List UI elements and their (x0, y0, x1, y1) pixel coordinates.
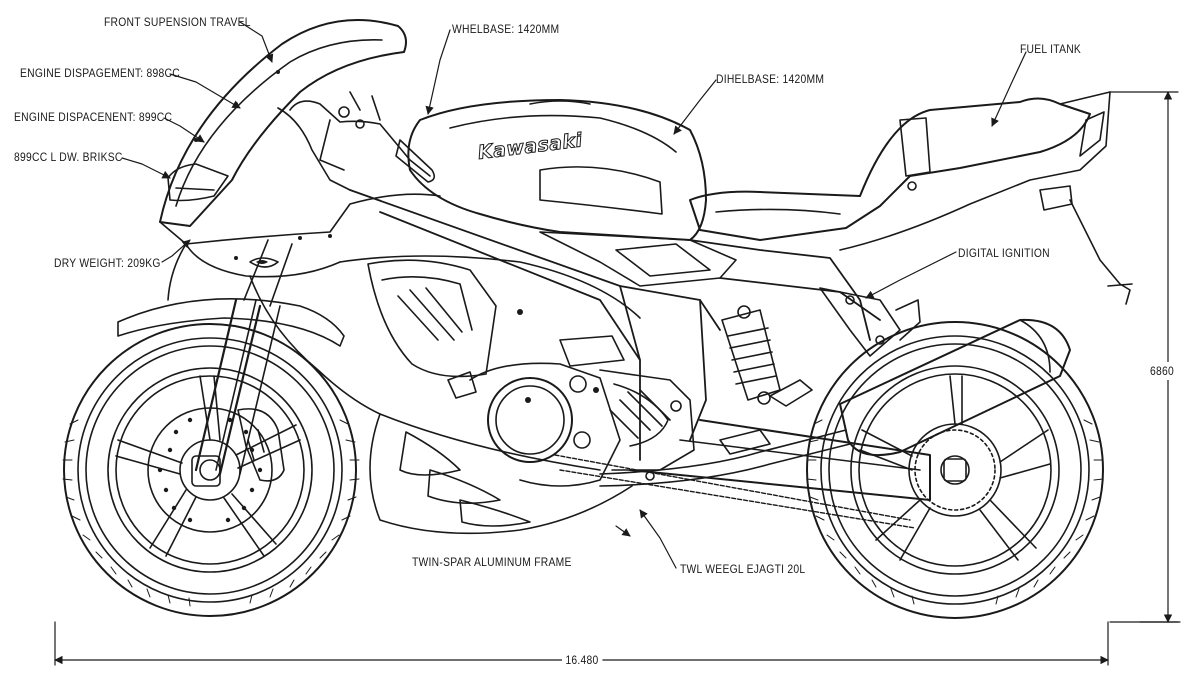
callout-dihelbase: DIHELBASE: 1420MM (716, 72, 825, 86)
rear-sprocket (908, 423, 1002, 517)
disc-holes (157, 417, 263, 523)
callout-wheelbase: WHELBASE: 1420MM (452, 22, 560, 36)
exhaust-muffler (599, 318, 1071, 487)
fuel-tank (407, 99, 737, 287)
callout-engine-displacement-2: ENGINE DISPACENENT: 899CC (14, 110, 173, 124)
tail-section (839, 91, 1133, 305)
callout-digital-ignition: DIGITAL IGNITION (958, 246, 1050, 260)
callout-front-suspension: FRONT SUPENSION TRAVEL (104, 15, 251, 29)
twin-spar-frame (349, 189, 881, 461)
front-fender (117, 298, 345, 347)
callout-twl-weight: TWL WEEGL EJAGTI 20L (680, 562, 806, 576)
rear-shock-absorber (721, 305, 781, 405)
engine-block (447, 335, 695, 487)
front-fork (191, 239, 293, 487)
rear-wheel (806, 321, 1104, 619)
callout-fuel-tank: FUEL ITANK (1020, 42, 1082, 56)
seat (689, 97, 1091, 241)
rear-tire-tread (806, 419, 1104, 605)
callout-engine-displacement-1: ENGINE DISPAGEMENT: 898CC (20, 66, 180, 80)
dimension-overall-length: 16.480 (562, 653, 603, 667)
callout-twin-spar-frame: TWIN-SPAR ALUMINUM FRAME (412, 555, 572, 569)
front-wheel (62, 323, 360, 617)
drive-chain (554, 454, 916, 529)
handlebar-assembly (277, 91, 436, 191)
front-tire-tread (62, 419, 360, 607)
dimension-overall-height: 6860 (1150, 362, 1174, 380)
front-fairing (159, 19, 641, 535)
callout-brakes: 899CC L DW. BRIKSC (14, 150, 123, 164)
callout-leaders (121, 21, 1027, 569)
callout-dry-weight: DRY WEIGHT: 209KG (54, 256, 161, 270)
front-brake-caliper (237, 408, 285, 482)
dimension-lines (54, 91, 1181, 666)
